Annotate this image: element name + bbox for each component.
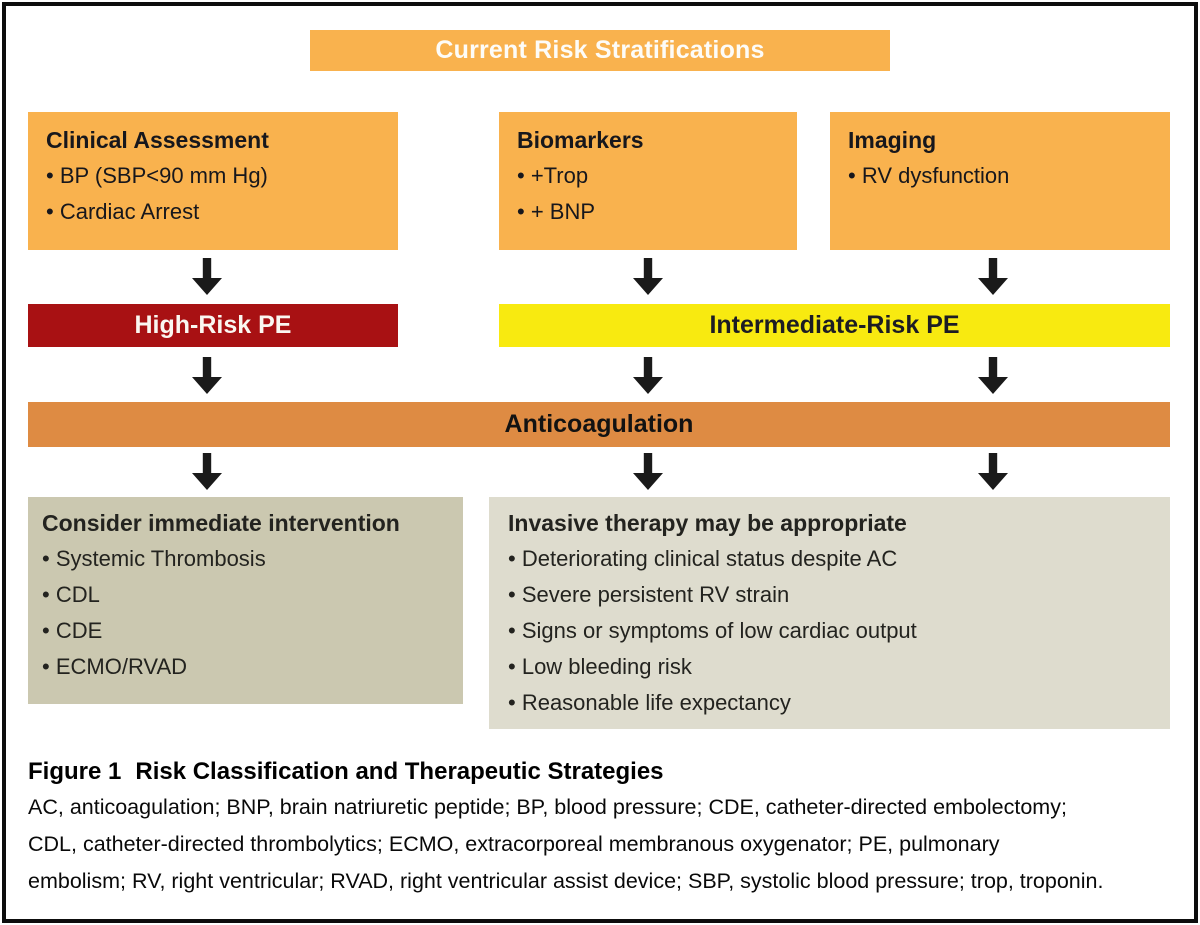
down-arrow-icon <box>633 453 663 490</box>
clinical-bullet-cardiac-arrest: Cardiac Arrest <box>46 194 382 230</box>
intermediate-risk-pe-label: Intermediate-Risk PE <box>709 311 960 339</box>
invasive-bullet-low-cardiac-output: Signs or symptoms of low cardiac output <box>508 613 1156 649</box>
down-arrow-icon <box>978 258 1008 295</box>
immediate-bullet-cdl: CDL <box>42 577 449 613</box>
clinical-assessment-title: Clinical Assessment <box>46 127 269 153</box>
high-risk-pe-label: High-Risk PE <box>134 311 292 339</box>
immediate-bullet-systemic-thrombosis: Systemic Thrombosis <box>42 541 449 577</box>
biomarkers-bullet-trop: +Trop <box>517 158 781 194</box>
down-arrow-icon <box>633 357 663 394</box>
invasive-therapy-box: Invasive therapy may be appropriate Dete… <box>489 497 1170 729</box>
down-arrow-icon <box>978 453 1008 490</box>
figure-caption: Figure 1 Risk Classification and Therapeu… <box>28 755 1178 900</box>
figure-caption-title: Figure 1 Risk Classification and Therapeu… <box>28 755 1178 789</box>
biomarkers-box: Biomarkers +Trop + BNP <box>499 112 797 250</box>
down-arrow-icon <box>978 357 1008 394</box>
high-risk-pe-bar: High-Risk PE <box>28 304 398 347</box>
immediate-bullet-cde: CDE <box>42 613 449 649</box>
down-arrow-icon <box>192 357 222 394</box>
abbreviation-line: embolism; RV, right ventricular; RVAD, r… <box>28 869 1104 893</box>
abbreviation-line: AC, anticoagulation; BNP, brain natriure… <box>28 795 1067 819</box>
imaging-box: Imaging RV dysfunction <box>830 112 1170 250</box>
invasive-bullet-life-expectancy: Reasonable life expectancy <box>508 685 1156 721</box>
imaging-bullet-rv-dysfunction: RV dysfunction <box>848 158 1154 194</box>
anticoagulation-label: Anticoagulation <box>504 410 694 438</box>
down-arrow-icon <box>192 258 222 295</box>
imaging-title: Imaging <box>848 127 937 153</box>
invasive-bullet-deteriorating: Deteriorating clinical status despite AC <box>508 541 1156 577</box>
anticoagulation-bar: Anticoagulation <box>28 402 1170 447</box>
title-bar-current-risk-stratifications: Current Risk Stratifications <box>310 30 890 71</box>
immediate-intervention-title: Consider immediate intervention <box>42 510 400 536</box>
biomarkers-title: Biomarkers <box>517 127 644 153</box>
invasive-therapy-title: Invasive therapy may be appropriate <box>508 510 907 536</box>
figure-title-text: Risk Classification and Therapeutic Stra… <box>135 758 664 785</box>
clinical-assessment-box: Clinical Assessment BP (SBP<90 mm Hg) Ca… <box>28 112 398 250</box>
clinical-bullet-bp: BP (SBP<90 mm Hg) <box>46 158 382 194</box>
down-arrow-icon <box>633 258 663 295</box>
abbreviation-line: CDL, catheter-directed thrombolytics; EC… <box>28 832 1000 856</box>
down-arrow-icon <box>192 453 222 490</box>
invasive-bullet-rv-strain: Severe persistent RV strain <box>508 577 1156 613</box>
immediate-bullet-ecmo-rvad: ECMO/RVAD <box>42 649 449 685</box>
figure-number: Figure 1 <box>28 758 122 785</box>
title-bar-label: Current Risk Stratifications <box>435 36 765 64</box>
invasive-bullet-low-bleeding-risk: Low bleeding risk <box>508 649 1156 685</box>
immediate-intervention-box: Consider immediate intervention Systemic… <box>28 497 463 704</box>
intermediate-risk-pe-bar: Intermediate-Risk PE <box>499 304 1170 347</box>
biomarkers-bullet-bnp: + BNP <box>517 194 781 230</box>
